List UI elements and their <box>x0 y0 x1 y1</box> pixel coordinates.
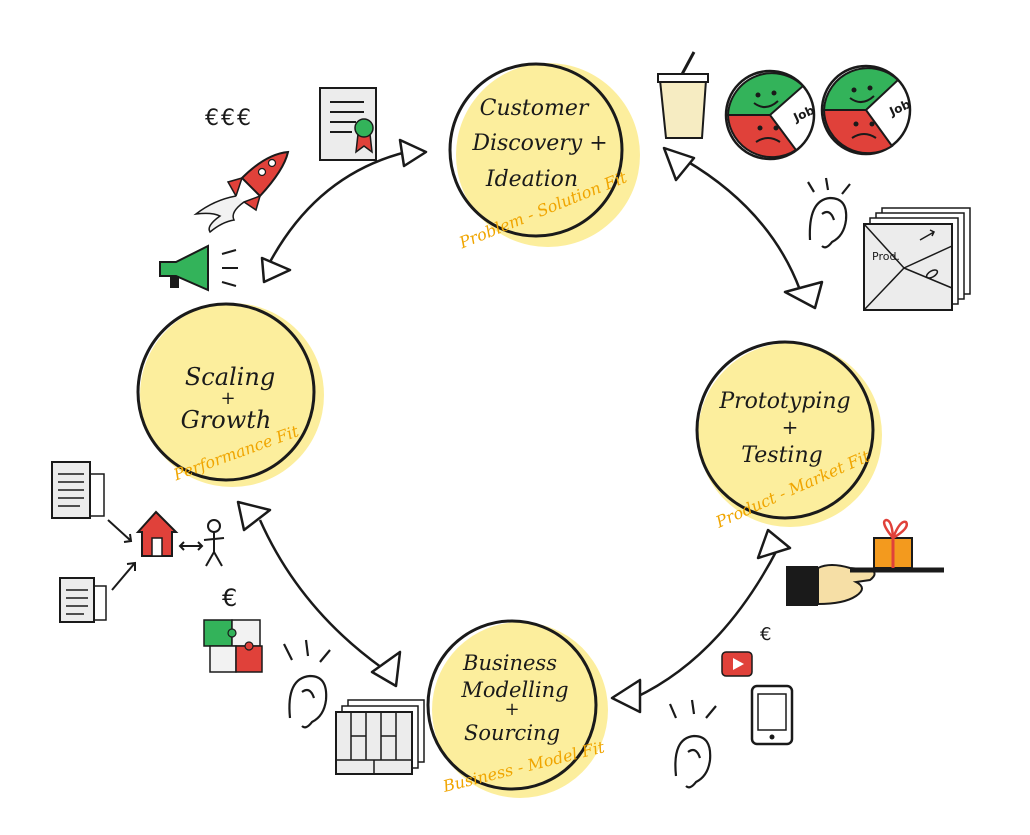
megaphone-icon <box>159 244 238 292</box>
phase-scaling: Scaling + Growth Performance Fit <box>136 302 324 487</box>
phase-title-line3: Testing <box>741 443 822 468</box>
euro-label: € <box>222 584 237 612</box>
smartphone-icon <box>750 684 794 746</box>
phase-glow <box>456 63 640 247</box>
phase-title-line2: + <box>220 388 235 409</box>
phase-title-line2: Modelling <box>460 678 568 702</box>
arrow-head-triangle <box>610 678 642 714</box>
phase-title-line1: Business <box>462 651 557 675</box>
phase-title-line2: + <box>782 415 799 439</box>
product-canvas-stack-icon: Prod. <box>863 207 971 311</box>
euro-label: € <box>760 624 771 645</box>
phase-title-line2: Discovery + <box>471 131 607 156</box>
phase-outline <box>136 302 316 482</box>
phase-business-modeling: Business Modelling + Sourcing Business -… <box>426 619 608 798</box>
phase-title-line1: Scaling <box>185 363 275 391</box>
phase-customer-discovery: Customer Discovery + Ideation Problem - … <box>448 62 640 253</box>
arrow-tail-triangle <box>756 528 792 560</box>
arrow-tail-triangle <box>260 256 292 284</box>
arrow-head-triangle <box>783 280 824 310</box>
arrow-scaling-to-discovery <box>268 148 416 263</box>
phase-glow <box>432 622 608 798</box>
drink-cup-icon <box>657 51 709 139</box>
arrow-tail-triangle <box>370 650 402 688</box>
cycle-arrows <box>258 148 802 702</box>
phase-title-line1: Prototyping <box>718 389 850 414</box>
phase-title-line3: Growth <box>181 406 272 434</box>
arrow-head-triangle <box>398 138 428 168</box>
business-canvas-stack-icon <box>335 699 425 775</box>
ear-icon <box>668 699 717 789</box>
phase-glow <box>698 343 882 527</box>
arrow-discovery-to-prototyping <box>684 158 802 291</box>
ear-icon <box>283 639 331 729</box>
phase-outline <box>695 340 875 520</box>
arrows-to-house-icon <box>107 519 136 591</box>
puzzle-icon <box>203 619 263 673</box>
arrow-tail-triangle <box>662 146 696 182</box>
video-play-icon <box>721 651 753 677</box>
phase-outline <box>448 62 624 238</box>
prod-label: Prod. <box>872 250 900 263</box>
euros-label: €€€ <box>205 106 253 131</box>
phase-prototyping: Prototyping + Testing Product - Market F… <box>695 340 882 532</box>
phase-title-line3: Ideation <box>485 167 578 192</box>
documents-stack-icon <box>59 577 107 623</box>
certificate-icon <box>319 87 377 161</box>
documents-stack-icon <box>51 461 105 519</box>
phase-outline <box>426 619 598 791</box>
ear-icon <box>807 177 851 249</box>
arrow-prototyping-to-business <box>629 547 780 702</box>
phase-glow <box>140 303 324 487</box>
job-pie-icon: Job <box>724 69 817 161</box>
arrow-business-to-scaling <box>258 519 386 672</box>
arrow-head-triangle <box>236 500 272 532</box>
hand-with-gift-icon <box>786 518 944 606</box>
job-pie-icon: Job <box>820 64 913 156</box>
house-icon <box>135 510 179 557</box>
phase-title-line4: Sourcing <box>464 721 560 745</box>
arrow-heads <box>236 138 824 714</box>
phase-title-line1: Customer <box>480 96 590 121</box>
rocket-icon <box>193 150 290 234</box>
person-icon <box>178 519 225 567</box>
phase-title-line3: + <box>504 699 519 720</box>
